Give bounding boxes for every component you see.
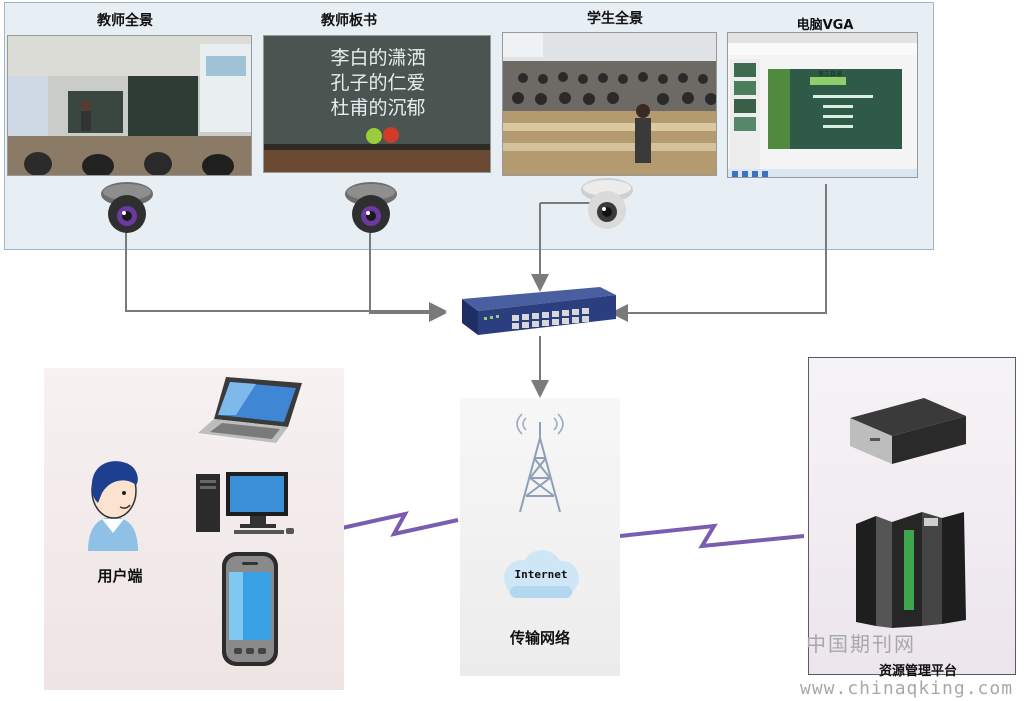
resource-label: 资源管理平台 [878, 664, 957, 679]
blackboard-line: 孔子的仁爱 [330, 72, 426, 94]
dome-camera-icon [581, 178, 633, 229]
blackboard-feed: 李白的潇洒 孔子的仁爱 杜甫的沉郁 [263, 35, 491, 173]
transmission-network-panel [460, 398, 620, 676]
server-rack-icon [856, 512, 966, 628]
dome-camera-icon [101, 182, 153, 233]
feed-title-teacher: 教师全景 [97, 13, 153, 29]
feed-title-blackboard: 教师板书 [321, 13, 377, 29]
blackboard-line: 杜甫的沉郁 [330, 97, 426, 119]
user-side-label: 用户端 [97, 567, 143, 585]
blackboard-text: 李白的潇洒 孔子的仁爱 杜甫的沉郁 [264, 46, 490, 121]
laptop-icon [198, 377, 302, 443]
computer-vga-icon [728, 33, 917, 177]
user-avatar-icon [88, 461, 138, 551]
blackboard-icon [264, 36, 490, 172]
watermark-cn: 中国期刊网 [806, 632, 916, 656]
watermark-url: www.chinaqking.com [800, 678, 1014, 699]
vga-slide-title: 第三目录 [817, 71, 842, 78]
internet-cloud-icon [504, 550, 579, 598]
feed-title-vga: 电脑VGA [796, 18, 854, 33]
teacher-panorama-feed [7, 35, 252, 176]
teacher-panorama-icon [8, 36, 251, 175]
smartphone-icon [222, 552, 278, 666]
desktop-pc-icon [196, 472, 294, 534]
server-box-icon [850, 398, 966, 464]
dome-camera-icon [345, 182, 397, 233]
students-panorama-feed [502, 32, 717, 176]
internet-label: Internet [514, 568, 568, 581]
computer-vga-feed: 第三目录 [727, 32, 918, 178]
radio-tower-icon [516, 413, 564, 513]
feed-title-students: 学生全景 [587, 11, 643, 27]
network-switch-icon [462, 287, 616, 335]
blackboard-line: 李白的潇洒 [330, 47, 426, 69]
network-label: 传输网络 [509, 629, 570, 647]
students-panorama-icon [503, 33, 716, 175]
